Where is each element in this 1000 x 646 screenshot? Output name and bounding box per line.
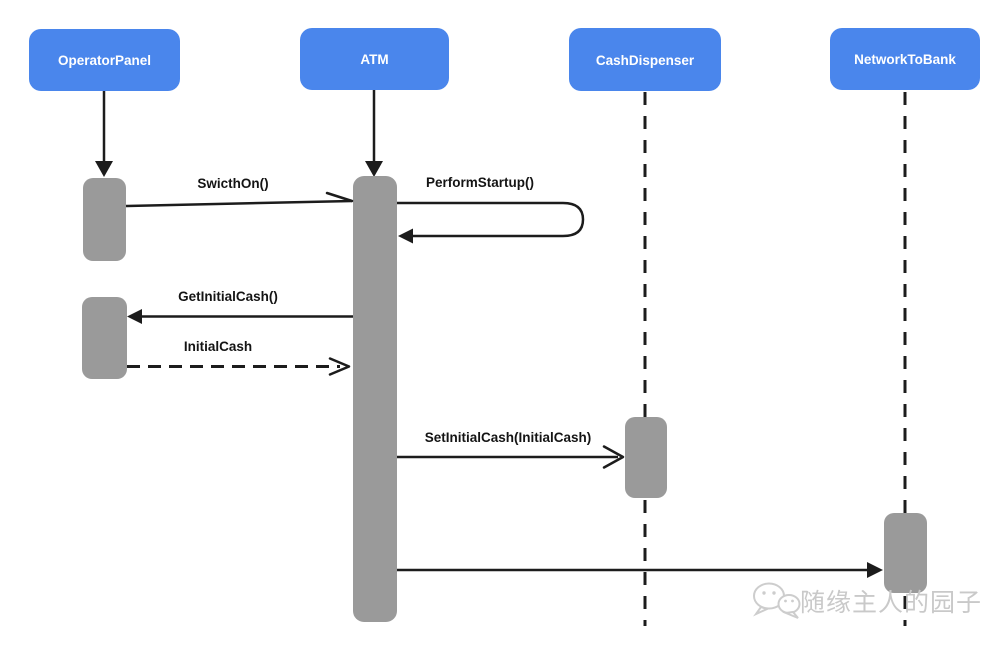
actor-cash-dispenser: CashDispenser	[569, 28, 721, 91]
message-switch-on-label: SwicthOn()	[197, 176, 268, 191]
message-get-initial-cash: GetInitialCash()	[127, 289, 353, 324]
message-initial-cash-return: InitialCash	[127, 339, 351, 376]
message-set-initial-cash-label: SetInitialCash(InitialCash)	[425, 430, 592, 445]
actor-network-to-bank: NetworkToBank	[830, 28, 980, 90]
activation-cash-dispenser	[625, 417, 667, 498]
actor-operator-panel-label: OperatorPanel	[58, 53, 151, 68]
message-get-initial-cash-label: GetInitialCash()	[178, 289, 278, 304]
actor-network-to-bank-label: NetworkToBank	[854, 52, 956, 67]
actor-atm-label: ATM	[360, 52, 388, 67]
actor-cash-dispenser-label: CashDispenser	[596, 53, 695, 68]
activation-bars	[82, 176, 927, 622]
message-perform-startup: PerformStartup()	[397, 175, 585, 244]
activation-network-to-bank	[884, 513, 927, 593]
activation-operator-panel-2	[82, 297, 127, 379]
message-atm-to-network	[397, 562, 883, 578]
activation-operator-panel-1	[83, 178, 126, 261]
watermark-text: 随缘主人的园子	[800, 589, 982, 617]
message-set-initial-cash: SetInitialCash(InitialCash)	[397, 430, 625, 469]
start-arrows	[95, 90, 383, 177]
wechat-icon	[753, 582, 801, 619]
actor-operator-panel: OperatorPanel	[29, 29, 180, 91]
start-arrow-operator-panel	[95, 91, 113, 177]
lifelines	[643, 92, 907, 626]
start-arrow-atm	[365, 90, 383, 177]
message-switch-on: SwicthOn()	[125, 176, 354, 208]
actor-boxes: OperatorPanel ATM CashDispenser NetworkT…	[29, 28, 980, 91]
activation-atm	[353, 176, 397, 622]
watermark: 随缘主人的园子	[753, 582, 982, 619]
messages: SwicthOn() PerformStartup() GetInitialCa…	[125, 175, 883, 578]
message-perform-startup-label: PerformStartup()	[426, 175, 534, 190]
actor-atm: ATM	[300, 28, 449, 90]
message-initial-cash-label: InitialCash	[184, 339, 252, 354]
